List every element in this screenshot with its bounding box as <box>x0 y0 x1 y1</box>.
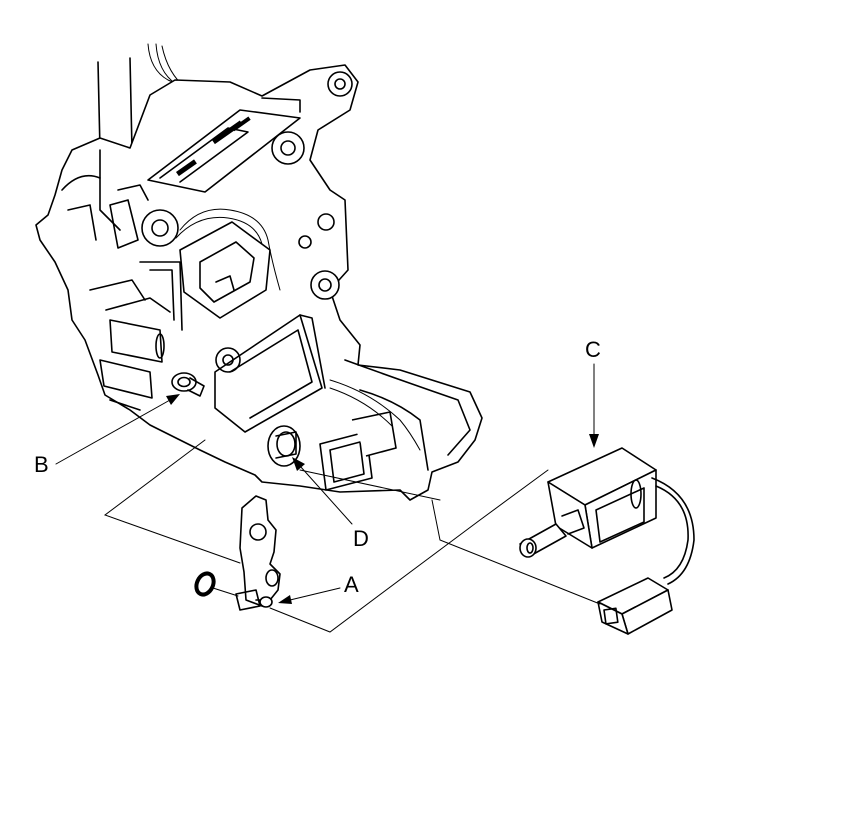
solenoid-connector <box>597 577 673 635</box>
shift-lever-housing <box>35 43 483 501</box>
callout-c: C <box>585 337 601 362</box>
clip-ring <box>194 571 239 597</box>
callout-d: D <box>353 526 369 551</box>
leader-lines <box>55 363 599 604</box>
callout-b: B <box>34 452 49 477</box>
solenoid <box>519 447 695 585</box>
release-lever <box>235 495 281 611</box>
assembly-lines <box>103 439 601 633</box>
callout-a: A <box>344 572 359 597</box>
